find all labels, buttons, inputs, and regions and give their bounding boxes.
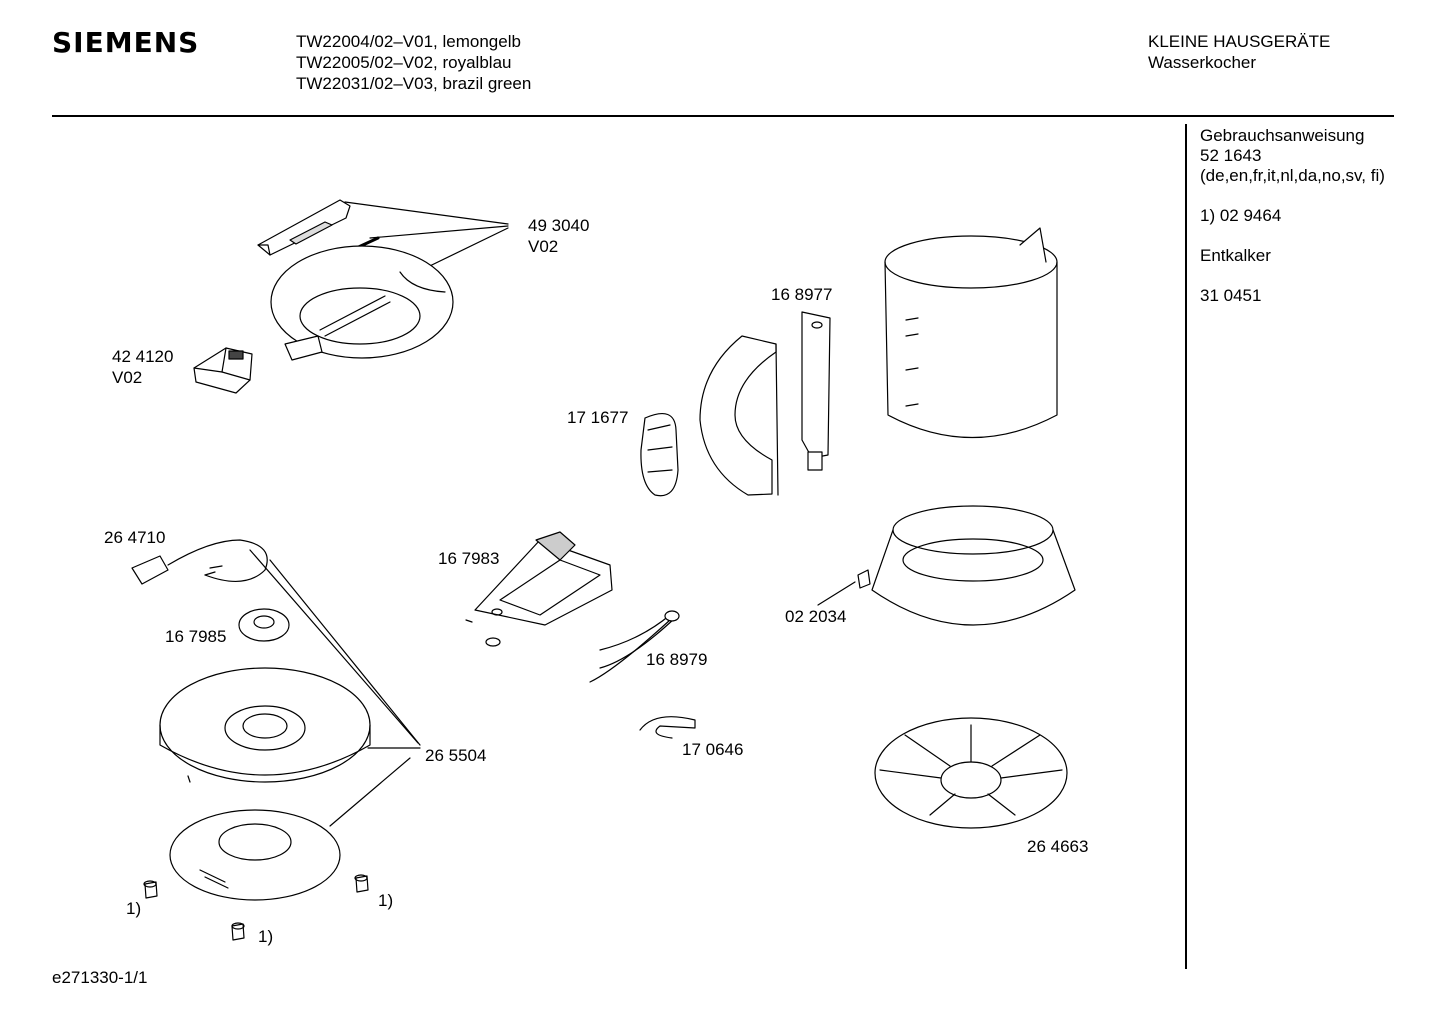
part-lid-assembly	[258, 200, 453, 360]
manual-languages: (de,en,fr,it,nl,da,no,sv, fi)	[1200, 166, 1385, 185]
diagram-id: e271330-1/1	[52, 968, 148, 987]
part-wiring	[590, 611, 679, 682]
descaler-number: 31 0451	[1200, 286, 1262, 305]
part-label: 17 1677	[567, 408, 629, 427]
part-label: 02 2034	[785, 607, 847, 626]
part-base-plate	[875, 718, 1067, 828]
sidebar-notes: Gebrauchsanweisung 52 1643 (de,en,fr,it,…	[1200, 126, 1390, 306]
part-label: 26 4710	[104, 528, 166, 547]
part-housing-ring	[872, 506, 1075, 625]
model-list: TW22004/02–V01, lemongelb TW22005/02–V02…	[296, 31, 531, 94]
brand-logo: SIEMENS	[52, 26, 200, 59]
part-control-unit	[466, 532, 612, 646]
part-label: 16 7985	[165, 627, 227, 646]
manual-number: 52 1643	[1200, 146, 1262, 165]
product-name: Wasserkocher	[1148, 53, 1257, 72]
part-switch-cap	[194, 348, 252, 393]
part-label: 17 0646	[682, 740, 744, 759]
model-line: TW22004/02–V01, lemongelb	[296, 32, 521, 51]
model-line: TW22005/02–V02, royalblau	[296, 53, 512, 72]
part-power-cord	[132, 540, 267, 584]
category-block: KLEINE HAUSGERÄTE Wasserkocher	[1148, 31, 1330, 73]
part-kettle-body	[885, 228, 1057, 438]
part-label: 16 8977	[771, 285, 833, 304]
part-variant-label: V02	[528, 237, 559, 256]
part-label: 16 7983	[438, 549, 500, 568]
category-title: KLEINE HAUSGERÄTE	[1148, 32, 1331, 51]
part-feet	[144, 875, 368, 940]
part-label: 49 3040	[528, 216, 590, 235]
part-label: 26 4663	[1027, 837, 1089, 856]
part-base-bottom	[170, 810, 340, 900]
footnote-marker: 1)	[378, 891, 394, 910]
footnote-marker: 1)	[126, 899, 142, 918]
part-label: 42 4120	[112, 347, 174, 366]
note-reference: 1) 02 9464	[1200, 206, 1282, 225]
model-line: TW22031/02–V03, brazil green	[296, 74, 532, 93]
part-clip	[858, 570, 870, 588]
part-power-base	[160, 668, 370, 782]
leader-lines	[250, 202, 855, 826]
descaler-title: Entkalker	[1200, 246, 1271, 265]
header-divider	[52, 115, 1394, 117]
part-connector	[239, 609, 289, 641]
sidebar-divider	[1185, 124, 1187, 969]
manual-title: Gebrauchsanweisung	[1200, 126, 1365, 145]
part-variant-label: V02	[112, 368, 143, 387]
part-bracket	[640, 717, 695, 738]
part-label: 26 5504	[425, 746, 487, 765]
part-label: 16 8979	[646, 650, 708, 669]
part-handle-insert	[641, 414, 678, 496]
footnote-marker: 1)	[258, 927, 274, 946]
part-water-gauge	[802, 312, 830, 470]
part-handle-shell	[700, 336, 778, 495]
